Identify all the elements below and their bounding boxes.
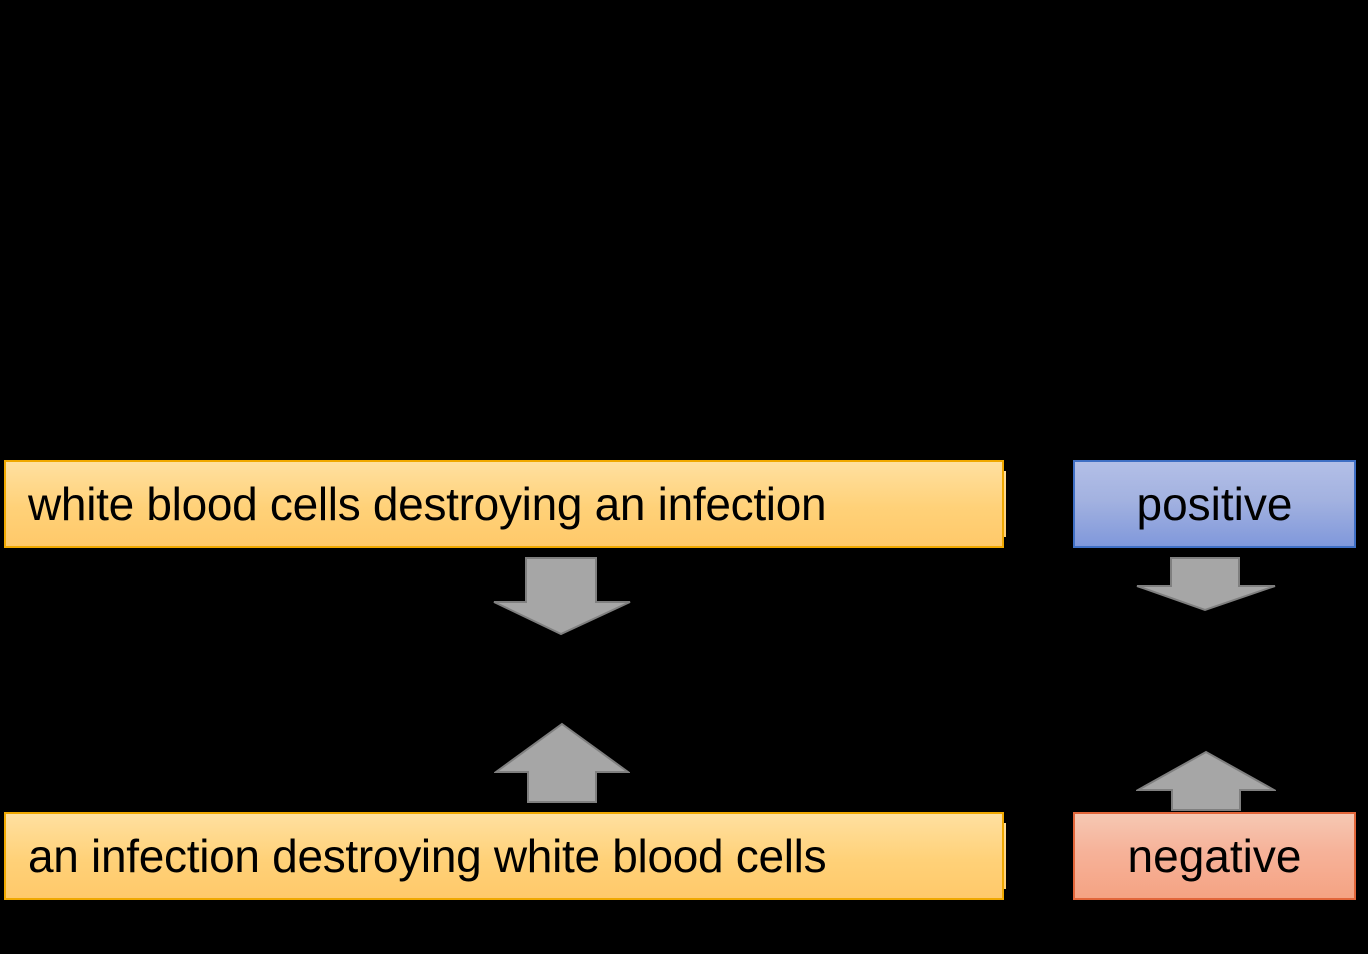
down-arrow-icon-left (493, 557, 631, 636)
sentence-box-bottom[interactable]: an infection destroying white blood cell… (4, 812, 1004, 900)
label-box-positive[interactable]: positive (1073, 460, 1356, 548)
up-arrow-icon-right (1136, 750, 1276, 811)
label-box-positive-label: positive (1136, 478, 1293, 530)
label-box-negative-label: negative (1127, 830, 1302, 882)
sentence-box-bottom-label: an infection destroying white blood cell… (28, 830, 827, 882)
sentence-box-top-label: white blood cells destroying an infectio… (28, 478, 827, 530)
label-box-negative[interactable]: negative (1073, 812, 1356, 900)
down-arrow-icon-right (1136, 557, 1276, 612)
up-arrow-icon-left (494, 722, 630, 803)
sentence-box-top[interactable]: white blood cells destroying an infectio… (4, 460, 1004, 548)
